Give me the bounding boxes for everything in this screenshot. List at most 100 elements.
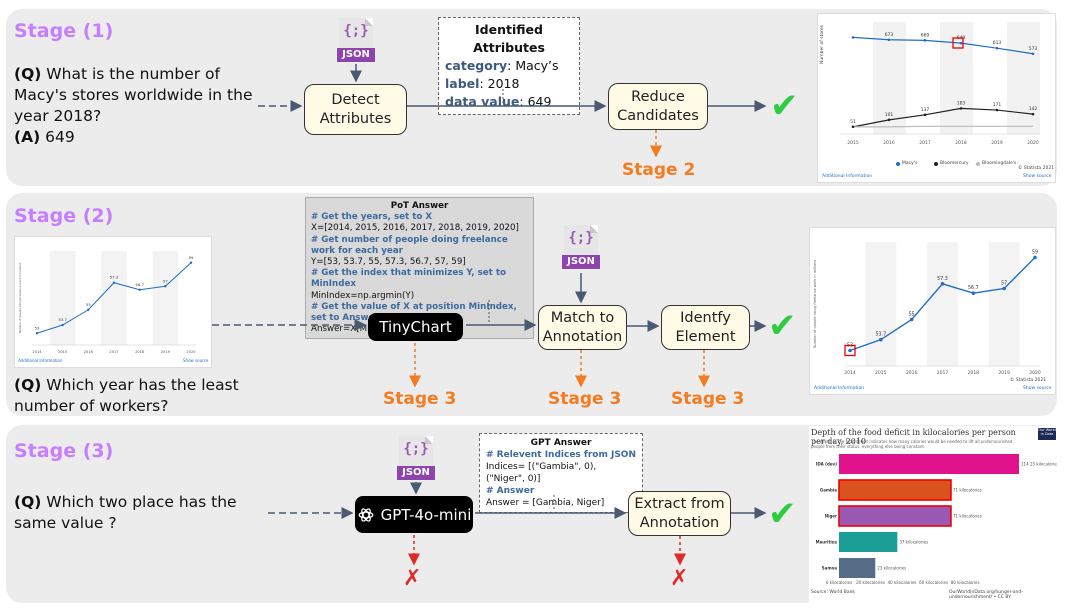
freelance-value-label: 53.7: [58, 317, 67, 322]
cross-icon: ✗: [403, 566, 422, 591]
owid-badge: Our World in Data: [1038, 428, 1056, 440]
additional-info-link[interactable]: Additional Information: [814, 386, 865, 391]
freelance-point: [61, 323, 64, 327]
chart-title: Depth of the food deficit in kilocalorie…: [811, 428, 1016, 446]
stage-3-label-a: Stage 3: [383, 389, 457, 409]
bloomercury-value-label: 101: [885, 112, 894, 118]
bloomercury-point: [995, 108, 999, 112]
x-tick-label: 60 kilocalories: [919, 580, 948, 585]
freelance-point: [1033, 255, 1037, 260]
match-to-annotation-box: Match to Annotation: [538, 305, 627, 350]
stage-3-label-b: Stage 3: [548, 389, 622, 409]
stage-2-title: Stage (2): [14, 205, 114, 227]
series-macys-line: [852, 36, 1034, 55]
show-source-link[interactable]: Show source: [1023, 386, 1052, 391]
freelance-value-label: 53.7: [875, 332, 886, 338]
bar: [839, 480, 951, 500]
highlight-box: [844, 344, 856, 357]
bar: [839, 532, 898, 552]
legend-macys: Macy's: [902, 161, 918, 166]
freelance-point: [87, 308, 90, 311]
macys-point: [995, 46, 999, 50]
bar: [839, 454, 1019, 474]
freelance-point: [1002, 286, 1006, 291]
macys-value-label: 573: [1029, 46, 1038, 52]
chart-subtitle: The depth of the food deficit indicates …: [811, 439, 1013, 449]
stage-3-title: Stage (3): [14, 440, 114, 462]
freelance-point: [164, 285, 167, 288]
x-tick-label: 2019: [998, 370, 1010, 376]
macys-value-label: 673: [885, 32, 894, 38]
x-tick-label: 2017: [937, 370, 949, 376]
freelance-point: [848, 348, 852, 353]
additional-info-link[interactable]: Additional Information: [822, 174, 873, 179]
category-label: Samoa: [822, 566, 837, 571]
x-tick-label: 2016: [84, 350, 94, 354]
macys-point: [1031, 52, 1035, 56]
freelance-point: [971, 291, 976, 295]
stage-2-label: Stage 2: [622, 160, 696, 180]
json-icon: {;}JSON: [562, 225, 600, 271]
x-tick-label: 2018: [955, 140, 967, 146]
bar-value-label: 71 kilocalories: [953, 514, 982, 519]
cross-icon: ✗: [670, 566, 689, 591]
category-label: Niger: [825, 514, 837, 519]
macys-point: [923, 39, 927, 42]
highlight-box: [838, 479, 952, 501]
series-bloomercury-line: [852, 107, 1034, 128]
bloomercury-value-label: 183: [957, 100, 966, 106]
x-tick-label: 80 kilocalories: [951, 580, 980, 585]
show-source-link[interactable]: Show source: [1023, 174, 1052, 179]
x-tick-label: 2017: [109, 350, 118, 354]
bloomercury-point: [923, 113, 927, 117]
highlight-box: [952, 37, 964, 49]
stage-3-question: (Q) Which two place has the same value ?: [14, 493, 237, 532]
bar-value-label: 71 kilocalories: [953, 488, 982, 493]
freelance-value-label: 59: [189, 255, 194, 260]
x-tick-label: 2017: [919, 140, 931, 146]
macys-value-label: 669: [921, 32, 930, 38]
freelance-point: [189, 261, 193, 264]
check-icon: ✔: [768, 306, 797, 346]
category-label: Gambia: [820, 488, 837, 493]
check-icon: ✔: [770, 86, 799, 126]
x-tick-label: 2020: [1029, 370, 1041, 376]
legend-bloomercury: Bloomercury: [940, 161, 969, 166]
show-source-link[interactable]: Show source: [183, 358, 209, 363]
bloomercury-value-label: 142: [1029, 106, 1038, 112]
extract-from-annotation-box: Extract from Annotation: [628, 491, 731, 536]
x-tick-label: 0 kilocalories: [826, 580, 852, 585]
additional-info-link[interactable]: Additional Information: [18, 358, 63, 363]
macys-value-label: 613: [993, 40, 1002, 46]
series-bloomingdales-line: [853, 125, 1033, 128]
freelance-value-label: 57: [163, 278, 168, 283]
json-icon: {;}JSON: [337, 18, 375, 64]
freelance-value-label: 59: [1032, 250, 1038, 256]
bloomercury-point: [887, 118, 891, 122]
freelance-point: [940, 282, 945, 286]
bar-value-label: 114.15 kilocalories: [1021, 462, 1057, 467]
stage-3-label-c: Stage 3: [671, 389, 745, 409]
x-tick-label: 2016: [906, 370, 918, 376]
x-tick-label: 40 kilocalories: [888, 580, 917, 585]
x-tick-label: 2019: [991, 140, 1003, 146]
freelance-value-label: 57: [1001, 281, 1007, 287]
stage-2-question: (Q) Which year has the least number of w…: [14, 376, 239, 415]
x-tick-label: 2015: [847, 140, 859, 146]
credit: © Statista 2021: [1010, 378, 1047, 383]
freelance-value-label: 56.7: [135, 282, 144, 287]
freelance-value-label: 56.7: [968, 285, 979, 291]
freelance-value-label: 55: [909, 312, 915, 318]
detect-attributes-box: Detect Attributes: [304, 84, 407, 135]
x-tick-label: 20 kilocalories: [856, 580, 885, 585]
category-label: IDA (dev): [816, 462, 837, 467]
x-tick-label: 2018: [135, 350, 145, 354]
category-label: Mauritius: [816, 540, 838, 545]
bloomercury-point: [1031, 112, 1035, 116]
y-axis-label: Number of people doing freelance work in…: [18, 262, 22, 333]
macys-point: [959, 41, 963, 45]
